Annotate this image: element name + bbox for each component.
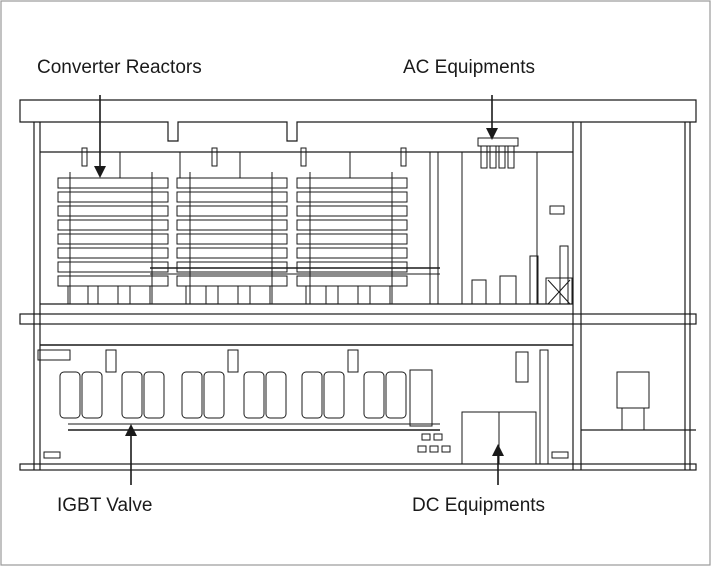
roof-slab — [19, 99, 697, 142]
mid-floor-slab — [19, 313, 697, 325]
right-room-cabinet — [616, 371, 650, 430]
ac-equipment-area — [429, 137, 573, 305]
ac-equipments-label: AC Equipments — [403, 57, 536, 78]
reactor-stack-2 — [176, 172, 288, 305]
igbt-valve-label: IGBT Valve — [57, 495, 153, 516]
valve-group-3 — [301, 349, 407, 419]
ground-floor — [19, 463, 697, 471]
valve-group-1 — [59, 349, 165, 419]
callout-arrows — [94, 95, 504, 485]
arrow-up-icon — [492, 444, 504, 485]
building-structure — [19, 99, 697, 471]
reactor-stack-1 — [57, 172, 169, 305]
valve-group-2 — [181, 349, 287, 419]
arrow-down-icon — [94, 95, 106, 178]
arrow-down-icon — [486, 95, 498, 140]
dc-equipment-area — [461, 349, 569, 465]
converter-reactors-label: Converter Reactors — [37, 57, 202, 78]
arrow-up-icon — [125, 424, 137, 485]
reactor-stack-3 — [296, 172, 408, 305]
dc-equipments-label: DC Equipments — [412, 495, 546, 516]
converter-reactor-stacks — [57, 147, 440, 305]
igbt-valve-modules — [37, 349, 451, 459]
